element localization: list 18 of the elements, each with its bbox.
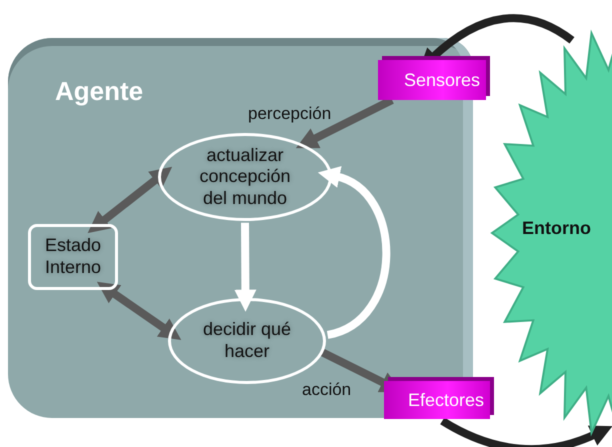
arrow [96,282,182,340]
arrow [440,417,612,447]
node-label: Entorno [522,218,591,239]
node-label: Sensores [404,70,480,90]
node-label: Estado Interno [44,235,102,279]
node-label: decidir qué hacer [202,319,292,363]
arrow [234,222,256,312]
module-block [384,381,490,419]
edge-label: percepción [246,104,334,124]
environment-star [490,28,612,438]
node-label: Efectores [408,390,484,410]
arrow [88,166,172,234]
process-ellipse [158,133,332,221]
arrow [318,167,390,339]
module-block [378,60,486,100]
panel-title: Agente [55,76,144,107]
state-box [28,224,118,290]
node-label: actualizar concepción del mundo [198,144,292,210]
